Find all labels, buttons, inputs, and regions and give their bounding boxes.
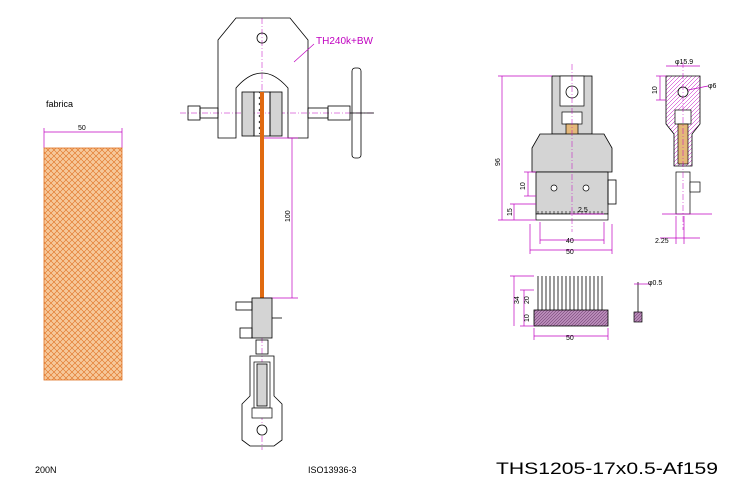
dim-phi0-5: φ0.5 [648,280,662,287]
dim-10c: 10 [524,314,531,322]
pin-comb-pins [537,276,603,310]
grip-jaw-left [241,91,255,137]
standard-label: ISO13936-3 [308,465,357,475]
dim-96: 96 [495,158,502,166]
load-label: 200N [35,465,57,475]
upper-grip-body [217,17,309,139]
fabric-swatch [43,147,123,381]
grip-pin-hole [256,32,268,44]
lower-grip-pin-hole [256,424,268,436]
dim-50a: 50 [566,249,574,256]
pin-comb-view: 34 20 10 50 φ0.5 [510,275,662,342]
dim-2-25: 2.25 [655,238,669,245]
dim-34: 34 [514,296,521,304]
gauge-length-label: 100 [285,210,292,222]
dim-40: 40 [566,238,574,245]
test-setup-view: TH240k+BW 100 [180,17,374,450]
dim-2-5: 2.5 [578,207,588,214]
grip-jaw-right [269,91,283,137]
fabric-label: fabrica [46,99,73,109]
lower-clamp [251,297,273,339]
dim-20: 20 [524,296,531,304]
pin-comb-pad [533,309,609,327]
dim-15: 15 [507,208,514,216]
dim-10a: 10 [520,182,527,190]
lower-clamp-screw [235,301,253,311]
grip-front-view: 96 10 15 2.5 40 50 [495,64,617,256]
part-number-label: THS1205-17x0.5-Af159 [496,459,718,478]
dim-phi6: φ6 [708,83,717,90]
grip-side-section: φ15.9 φ6 10 2.25 [652,59,717,245]
dim-phi15-9: φ15.9 [675,59,693,66]
dim-10b: 10 [652,86,659,94]
grip-model-label: TH240k+BW [316,36,374,47]
fabric-specimen-view: fabrica 50 [43,99,123,381]
lower-grip-bolt [256,363,268,407]
dim-50b: 50 [566,335,574,342]
fabric-width-label: 50 [78,125,86,132]
specimen-strip [260,92,264,332]
lower-grip-body [241,355,283,447]
